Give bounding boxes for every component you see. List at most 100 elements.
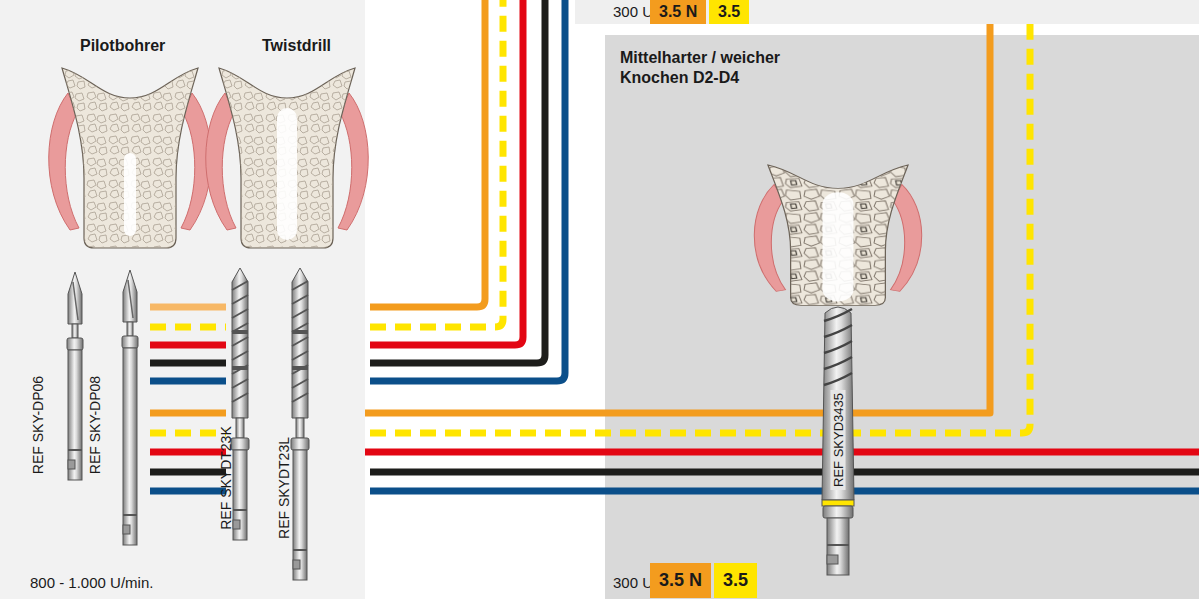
flute bbox=[232, 295, 248, 304]
pilot-drill bbox=[67, 272, 83, 480]
drill-collar bbox=[823, 506, 853, 518]
colour-stub bbox=[150, 469, 226, 476]
flute bbox=[232, 309, 248, 318]
depth-mark bbox=[232, 366, 248, 370]
latch-notch bbox=[123, 525, 130, 534]
colour-stub bbox=[150, 430, 226, 437]
drill-shank bbox=[123, 348, 137, 545]
flute bbox=[292, 281, 308, 290]
drill-collar bbox=[67, 338, 83, 350]
bone-outline bbox=[219, 68, 355, 248]
torque-badge: 3.5 N bbox=[650, 0, 706, 24]
colour-line bbox=[370, 0, 503, 327]
flute bbox=[824, 325, 852, 337]
depth-mark bbox=[292, 330, 308, 334]
drill-tip bbox=[123, 270, 137, 322]
latch-notch bbox=[827, 555, 838, 564]
latch-notch bbox=[293, 560, 300, 569]
drill-neck bbox=[236, 418, 244, 438]
flute bbox=[73, 282, 78, 320]
top-panel: 300 U/min.3.5 N3.5 bbox=[575, 0, 1199, 24]
twist-drill bbox=[291, 268, 309, 580]
drill-channel bbox=[277, 108, 297, 240]
ref-number: REF SKY-DP06 bbox=[30, 376, 46, 474]
column-heading: Pilotbohrer bbox=[80, 37, 165, 55]
flute bbox=[824, 341, 852, 353]
shank-groove bbox=[293, 549, 307, 551]
drill-body bbox=[232, 268, 248, 418]
shank-groove bbox=[68, 449, 82, 451]
drill-neck bbox=[72, 324, 78, 338]
flute bbox=[292, 309, 308, 318]
colour-line bbox=[370, 0, 485, 307]
ref-number: REF SKYDT23K bbox=[218, 426, 234, 529]
drill-collar bbox=[291, 438, 309, 450]
drill-channel bbox=[124, 153, 136, 236]
flute bbox=[292, 337, 308, 346]
left-panel: PilotbohrerTwistdrill800 - 1.000 U/min. bbox=[0, 0, 365, 599]
drill-neck bbox=[296, 418, 304, 438]
ref-number: REF SKYDT23L bbox=[276, 437, 292, 539]
latch-notch bbox=[233, 520, 240, 529]
flute bbox=[232, 281, 248, 290]
jaw-bone bbox=[49, 68, 212, 248]
flute bbox=[824, 357, 852, 369]
jaw-bone bbox=[754, 165, 921, 305]
flute bbox=[824, 309, 852, 321]
colour-connector bbox=[365, 24, 990, 413]
drill-tip bbox=[68, 272, 82, 324]
bone-heading: Mittelharter / weicher Knochen D2-D4 bbox=[620, 48, 830, 88]
flute bbox=[232, 365, 248, 374]
flute bbox=[232, 351, 248, 360]
right-panel: Mittelharter / weicher Knochen D2-D4300 … bbox=[605, 35, 1199, 599]
colour-line bbox=[370, 24, 1030, 433]
pilot-drill bbox=[122, 270, 138, 545]
latch-notch bbox=[68, 460, 75, 469]
top-panel-ground bbox=[575, 0, 1199, 24]
step-drill bbox=[822, 307, 854, 575]
colour-stub bbox=[150, 449, 226, 456]
drill-shank bbox=[827, 518, 849, 575]
colour-line bbox=[370, 469, 1199, 476]
colour-stub bbox=[150, 360, 226, 367]
shank-groove bbox=[233, 509, 247, 511]
flute bbox=[232, 337, 248, 346]
badge-text: 3.5 N bbox=[659, 0, 697, 24]
column-heading: Twistdrill bbox=[262, 37, 331, 55]
shank-groove bbox=[123, 514, 137, 516]
flute bbox=[292, 393, 308, 402]
drill-collar bbox=[122, 336, 138, 348]
drill-neck bbox=[127, 322, 133, 336]
ref-number: REF SKY-DP08 bbox=[87, 376, 103, 474]
colour-stub bbox=[150, 324, 226, 331]
depth-mark bbox=[232, 330, 248, 334]
colour-stub bbox=[150, 488, 226, 495]
jaw-bone bbox=[206, 68, 369, 248]
drill-shank bbox=[68, 350, 82, 480]
flute bbox=[292, 379, 308, 388]
flute bbox=[292, 295, 308, 304]
torque-badge: 3.5 N bbox=[650, 563, 711, 598]
right-panel-ground bbox=[605, 35, 1199, 599]
colour-stub bbox=[150, 342, 226, 349]
colour-stub bbox=[150, 410, 226, 417]
colour-line bbox=[370, 488, 1199, 495]
drill-body bbox=[822, 307, 854, 500]
colour-line bbox=[370, 0, 523, 345]
colour-stub bbox=[150, 378, 226, 385]
flute bbox=[232, 379, 248, 388]
colour-line bbox=[370, 0, 565, 381]
value-badge: 3.5 bbox=[714, 563, 757, 598]
bone-texture bbox=[219, 68, 355, 248]
bone-outline bbox=[768, 165, 908, 305]
colour-line bbox=[605, 449, 1199, 456]
left-panel-ground bbox=[0, 0, 365, 599]
drill-shank bbox=[233, 450, 247, 540]
colour-connector bbox=[365, 449, 605, 456]
flute bbox=[232, 393, 248, 402]
